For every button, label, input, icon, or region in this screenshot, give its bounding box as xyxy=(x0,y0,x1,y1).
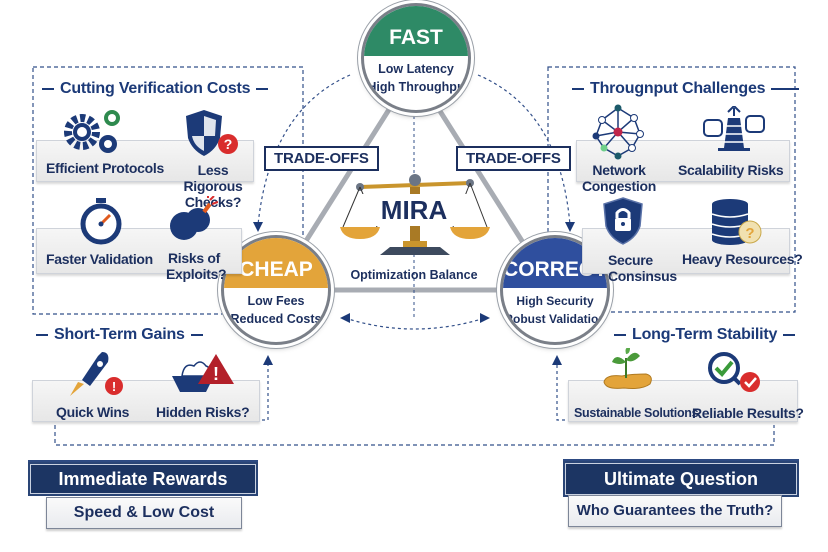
svg-text:!: ! xyxy=(213,364,219,384)
arc-fast-cheap xyxy=(257,74,351,226)
tradeoffs-right: TRADE-OFFS xyxy=(456,146,571,171)
short-term-panel xyxy=(32,380,260,422)
fast-line-2: High Throughpıt xyxy=(367,80,465,95)
sustainable-solutions-label: Sustainable Solutions xyxy=(574,406,699,420)
network-icon xyxy=(592,104,644,160)
cutting-costs-panel-2 xyxy=(36,228,242,274)
arc-fast-correct xyxy=(477,74,571,226)
efficient-protocols-label: Efficient Protocols xyxy=(46,160,164,176)
throughput-panel-1 xyxy=(576,140,790,182)
tradeoffs-left: TRADE-OFFS xyxy=(264,146,379,171)
svg-text:?: ? xyxy=(745,225,754,242)
scalability-icon xyxy=(703,106,765,151)
less-rigorous-checks-label: Less Rigorous Checks? xyxy=(183,162,243,210)
cheap-title: CHEAP xyxy=(239,257,313,281)
arc-cheap-correct xyxy=(344,317,486,330)
reliable-results-label: Reliable Results? xyxy=(692,405,804,421)
cheap-line-1: Low Fees xyxy=(247,294,305,309)
ultimate-question-banner: Ultimate Question xyxy=(563,459,799,497)
scalability-risks-label: Scalability Risks xyxy=(678,162,784,178)
cutting-costs-title: Cutting Verification Costs xyxy=(36,80,274,98)
long-term-panel xyxy=(568,380,798,422)
fast-title: FAST xyxy=(389,25,443,49)
mira-title: MIRA xyxy=(360,194,468,226)
sprout-icon xyxy=(603,348,652,389)
throughput-title: Througnput Challenges xyxy=(566,80,805,98)
long-term-title: Long-Term Stability xyxy=(608,326,801,344)
heavy-resources-label: Heavy Resources? xyxy=(682,251,803,267)
cheap-line-2: Reduced Costs xyxy=(230,312,322,327)
faster-validation-label: Faster Validation xyxy=(46,251,153,267)
fast-cap: FAST xyxy=(364,6,468,56)
magnifier-check-icon xyxy=(708,352,760,392)
correct-line-2: Robust Validation xyxy=(504,312,606,327)
who-guarantees-truth-box: Who Guarantees the Truth? xyxy=(568,495,782,527)
correct-line-1: High Security xyxy=(516,294,594,309)
throughput-frame xyxy=(547,66,796,313)
secure-consensus-label: Secure Consinsus xyxy=(608,252,677,284)
bomb-icon xyxy=(170,196,218,240)
rocket-icon: ! xyxy=(70,352,123,396)
immediate-rewards-banner: Immediate Rewards xyxy=(28,460,258,496)
bottom-frame xyxy=(54,425,775,446)
short-term-title: Short-Term Gains xyxy=(30,326,209,344)
svg-text:?: ? xyxy=(224,136,233,152)
cutting-costs-frame xyxy=(32,66,304,315)
correct-title: CORRECT xyxy=(503,257,607,281)
speed-low-cost-box: Speed & Low Cost xyxy=(46,497,242,529)
mira-subtitle: Optimization Balance xyxy=(350,268,478,282)
svg-text:!: ! xyxy=(112,379,116,394)
database-icon: ? xyxy=(711,199,762,245)
fast-line-1: Low Latency xyxy=(378,62,454,77)
quick-wins-label: Quick Wins xyxy=(56,404,130,420)
shield-question-icon: ? xyxy=(186,110,238,156)
gears-icon xyxy=(64,110,120,153)
risks-of-exploits-label: Risks of Exploits? xyxy=(166,250,227,282)
warning-icon: ! xyxy=(172,354,234,392)
stopwatch-icon xyxy=(80,198,122,245)
network-congestion-label: Network Congestion xyxy=(582,162,656,194)
cutting-costs-panel-1 xyxy=(36,140,254,182)
shield-lock-icon xyxy=(603,197,643,245)
hidden-risks-label: Hidden Risks? xyxy=(156,404,250,420)
